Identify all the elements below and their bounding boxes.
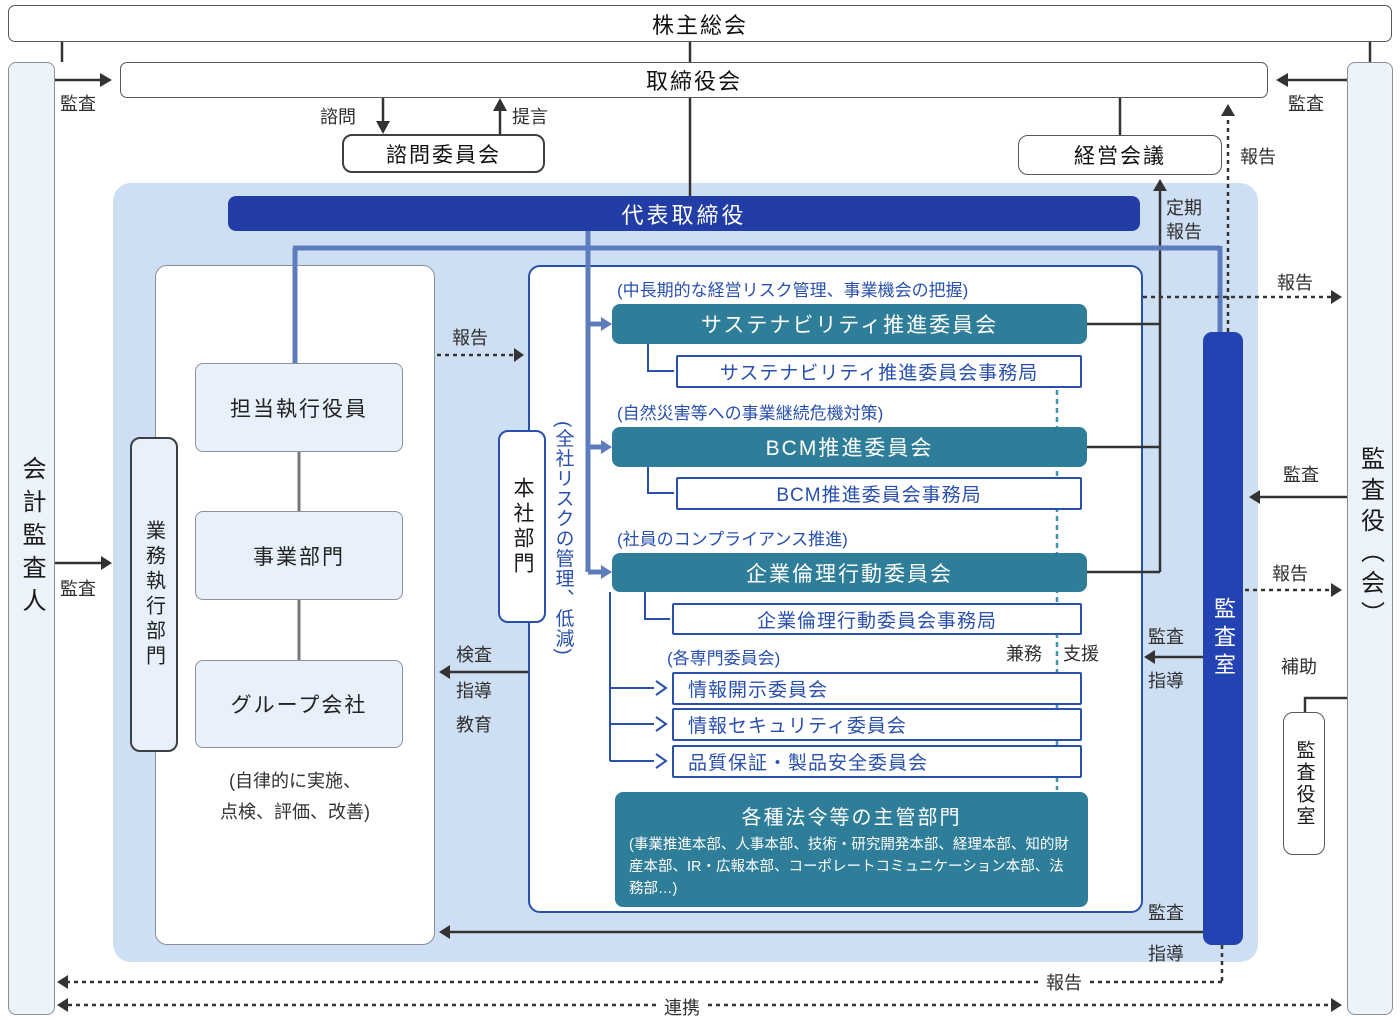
audit-board-room-label: 監査役室 <box>1293 739 1315 828</box>
execution-note-line1: (自律的に実施、 <box>229 771 361 791</box>
line-ethics-office <box>644 592 670 620</box>
label-concurrent: 兼務 <box>1006 644 1042 664</box>
audit-midleft-arrowhead <box>101 556 112 570</box>
report-exec-arrowhead <box>514 348 524 362</box>
label-audit-guide-bottom-2: 指導 <box>1148 944 1184 964</box>
shareholders-meeting-box: 株主総会 <box>8 5 1392 42</box>
branch-sustainability-arrowhead <box>601 317 612 331</box>
ethics-office-box: 企業倫理行動委員会事務局 <box>672 603 1082 635</box>
audit-topleft-arrowhead <box>100 73 112 87</box>
legal-departments-detail: (事業推進本部、人事本部、技術・研究開発本部、経理本部、知的財産本部、IR・広報… <box>629 837 1069 897</box>
cooperation-right-arrowhead <box>1331 998 1342 1012</box>
audit-board-label: 監査役（会） <box>1356 445 1384 632</box>
executive-officer-label: 担当執行役員 <box>230 397 368 421</box>
execution-label: 業務執行部門 <box>142 519 165 670</box>
cooperation-left-arrowhead <box>57 998 68 1012</box>
bcm-committee-box: BCM推進委員会 <box>612 427 1087 467</box>
office-report-arrowhead <box>1331 583 1342 597</box>
execution-note-line2: 点検、評価、改善) <box>220 802 370 822</box>
accounting-auditor-label: 会計監査人 <box>18 456 45 621</box>
bcm-office-box: BCM推進委員会事務局 <box>676 477 1082 510</box>
line-sustainability-office <box>647 344 674 372</box>
chevron-sub1 <box>655 680 668 696</box>
label-report-exec: 報告 <box>452 328 488 348</box>
label-support: 支援 <box>1063 644 1099 664</box>
ethics-committee-box: 企業倫理行動委員会 <box>612 553 1087 592</box>
business-divisions-label: 事業部門 <box>253 545 345 569</box>
head-office-label: 本社部門 <box>511 476 534 577</box>
report-auditboard-arrowhead <box>1331 290 1342 304</box>
bcm-note: (自然災害等への事業継続危機対策) <box>617 404 884 423</box>
label-audit-guide-2: 指導 <box>1148 671 1184 691</box>
report-board-arrowhead <box>1221 104 1235 116</box>
label-educate: 教育 <box>456 715 492 735</box>
board-of-directors-box: 取締役会 <box>120 62 1268 98</box>
line-assist <box>1303 696 1347 712</box>
branch-bcm-arrowhead <box>601 440 612 454</box>
label-inspect: 検査 <box>456 645 492 665</box>
representative-director-bar: 代表取締役 <box>228 196 1140 231</box>
chevron-sub3 <box>655 753 668 769</box>
propose-arrowhead <box>493 98 507 111</box>
label-audit-board-to-office: 監査 <box>1283 465 1319 485</box>
label-audit-guide-1: 監査 <box>1148 627 1184 647</box>
label-guide: 指導 <box>456 681 492 701</box>
legal-departments-title: 各種法令等の主管部門 <box>741 807 962 829</box>
legal-departments-box: 各種法令等の主管部門 (事業推進本部、人事本部、技術・研究開発本部、経理本部、知… <box>615 792 1088 907</box>
ethics-note: (社員のコンプライアンス推進) <box>617 530 848 549</box>
label-assist: 補助 <box>1281 657 1317 677</box>
security-committee-box: 情報セキュリティ委員会 <box>672 708 1082 741</box>
management-meeting-box: 経営会議 <box>1018 135 1222 175</box>
label-propose: 提言 <box>512 107 548 127</box>
execution-label-box: 業務執行部門 <box>130 437 178 752</box>
accounting-auditor-column: 会計監査人 <box>8 62 55 1015</box>
report-bottom-arrowhead <box>57 975 68 989</box>
audit-to-office-arrowhead <box>1249 490 1260 504</box>
specialized-committees-note: (各専門委員会) <box>667 649 781 668</box>
consult-arrowhead <box>376 121 390 134</box>
inspect-arrowhead <box>439 665 450 679</box>
disclosure-committee-box: 情報開示委員会 <box>672 672 1082 705</box>
sustainability-note: (中長期的な経営リスク管理、事業機会の把握) <box>617 281 969 300</box>
line-bcm-office <box>647 467 674 494</box>
periodic-report-arrowhead <box>1153 179 1167 191</box>
audit-guide-bottom-arrowhead <box>439 925 450 939</box>
shareholders-meeting-label: 株主総会 <box>651 12 748 38</box>
label-report-to-audit-board: 報告 <box>1277 273 1313 293</box>
audit-office-bar: 監査室 <box>1203 332 1243 945</box>
label-report-to-board: 報告 <box>1240 147 1276 167</box>
sustainability-committee-box: サステナビリティ推進委員会 <box>612 304 1087 344</box>
label-audit-top-right: 監査 <box>1288 94 1324 114</box>
audit-guide-arrowhead <box>1144 650 1155 664</box>
label-audit-mid-left: 監査 <box>60 579 96 599</box>
chevron-sub2 <box>655 716 668 732</box>
audit-board-room-box: 監査役室 <box>1283 712 1325 855</box>
representative-director-label: 代表取締役 <box>621 202 747 228</box>
label-cooperation: 連携 <box>658 994 706 1020</box>
label-report-bottom: 報告 <box>1040 969 1088 995</box>
group-companies-box: グループ会社 <box>195 660 403 748</box>
label-office-report: 報告 <box>1272 564 1308 584</box>
label-periodic-report-2: 報告 <box>1166 222 1202 242</box>
branch-ethics-arrowhead <box>601 565 612 579</box>
audit-office-label: 監査室 <box>1211 596 1236 681</box>
group-companies-label: グループ会社 <box>230 694 368 717</box>
execution-note: (自律的に実施、 点検、評価、改善) <box>160 766 430 828</box>
label-periodic-report-1: 定期 <box>1166 198 1202 218</box>
management-meeting-label: 経営会議 <box>1074 145 1166 168</box>
board-of-directors-label: 取締役会 <box>645 69 742 94</box>
advisory-committee-label: 諮問委員会 <box>386 143 501 167</box>
label-consult: 諮問 <box>320 107 356 127</box>
audit-topright-arrowhead <box>1276 73 1288 87</box>
quality-safety-committee-box: 品質保証・製品安全委員会 <box>672 745 1082 778</box>
advisory-committee-box: 諮問委員会 <box>342 134 545 173</box>
business-divisions-box: 事業部門 <box>195 511 403 600</box>
head-office-label-box: 本社部門 <box>498 430 546 623</box>
label-audit-guide-bottom-1: 監査 <box>1148 903 1184 923</box>
company-risk-note: (全社リスクの管理、低減) <box>552 420 574 656</box>
audit-board-column: 監査役（会） <box>1347 62 1393 1015</box>
label-audit-top-left: 監査 <box>60 94 96 114</box>
sustainability-office-box: サステナビリティ推進委員会事務局 <box>676 355 1082 388</box>
executive-officer-box: 担当執行役員 <box>195 363 403 452</box>
